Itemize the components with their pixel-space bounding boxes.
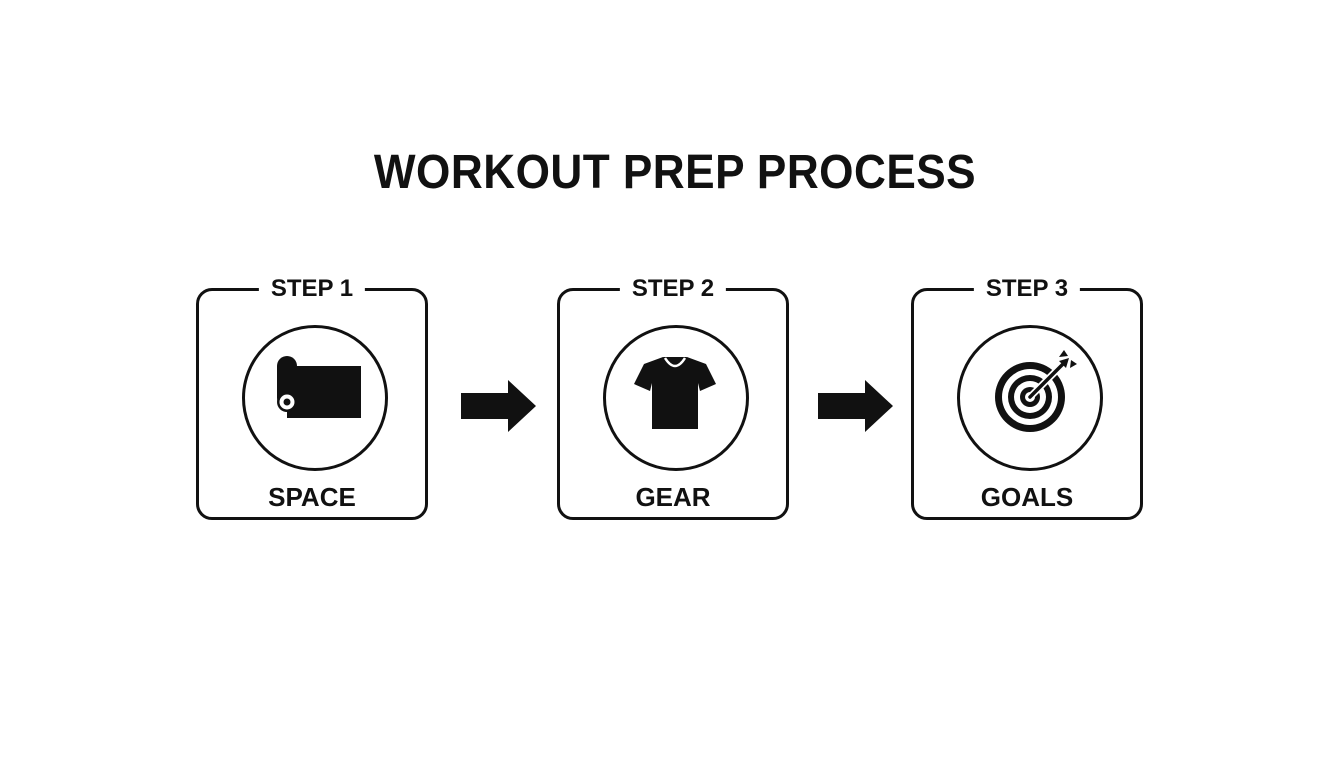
step-name: SPACE [268,482,356,512]
step-label: STEP 2 [619,274,727,304]
step-name: GEAR [635,482,711,512]
arrow-right-icon [461,380,536,432]
step-card-gear: STEP 2 GEAR [557,274,789,520]
page-title: WORKOUT PREP PROCESS [373,146,977,199]
yoga-mat-icon [277,356,361,418]
step-icon-circle [603,325,749,471]
target-icon [995,350,1077,432]
step-name: GOALS [980,482,1074,512]
step-icon-circle [242,325,388,471]
arrow-right-icon [818,380,893,432]
step-card-goals: STEP 3 GOALS [911,274,1143,520]
step-icon-circle [957,325,1103,471]
step-label: STEP 1 [258,274,366,304]
step-label: STEP 3 [973,274,1081,304]
t-shirt-icon [634,357,716,429]
step-card-space: STEP 1 SPACE [196,274,428,520]
